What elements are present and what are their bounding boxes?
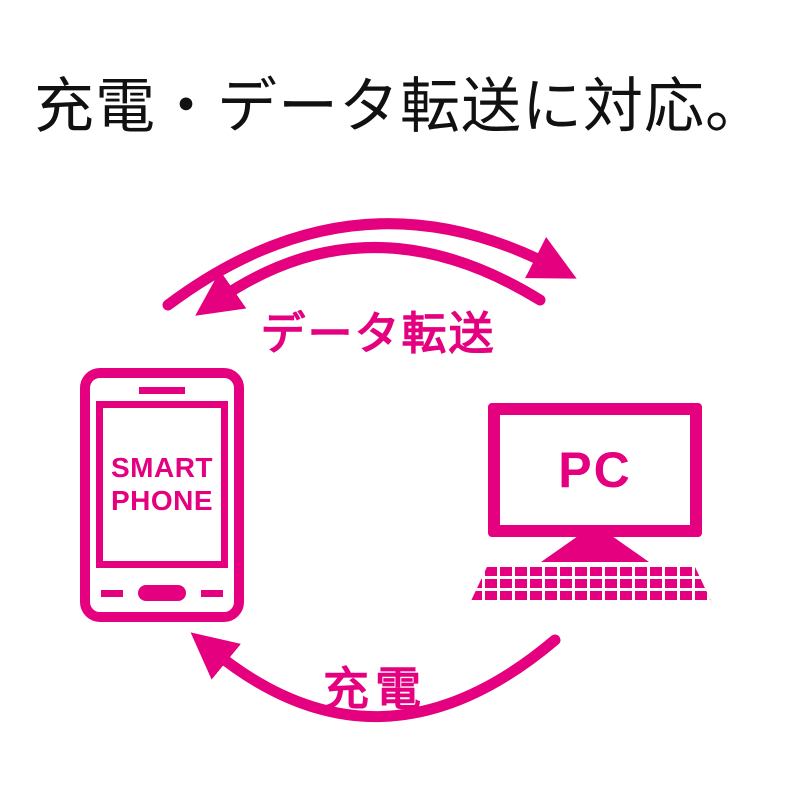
phone-right-dash-icon [201, 589, 223, 597]
phone-home-button-icon [138, 585, 186, 601]
smartphone-icon: SMART PHONE [80, 368, 244, 622]
pc-label: PC [558, 442, 632, 498]
phone-bottom-controls [90, 585, 234, 601]
data-transfer-label: データ転送 [260, 308, 496, 359]
data-transfer-arrow-left-icon [195, 242, 546, 316]
phone-left-dash-icon [101, 589, 123, 597]
data-transfer-arrow-right-icon [162, 218, 577, 311]
page-title: 充電・データ転送に対応。 [34, 73, 766, 140]
smartphone-label-line2: PHONE [110, 484, 214, 516]
smartphone-label-line1: SMART [110, 452, 214, 484]
pc-keyboard-icon [470, 567, 712, 603]
pc-monitor-icon: PC [488, 403, 702, 537]
pc-monitor-stand-icon [541, 537, 649, 562]
phone-speaker-line [139, 387, 185, 394]
phone-screen: SMART PHONE [96, 401, 228, 568]
charge-label: 充電 [323, 663, 427, 715]
